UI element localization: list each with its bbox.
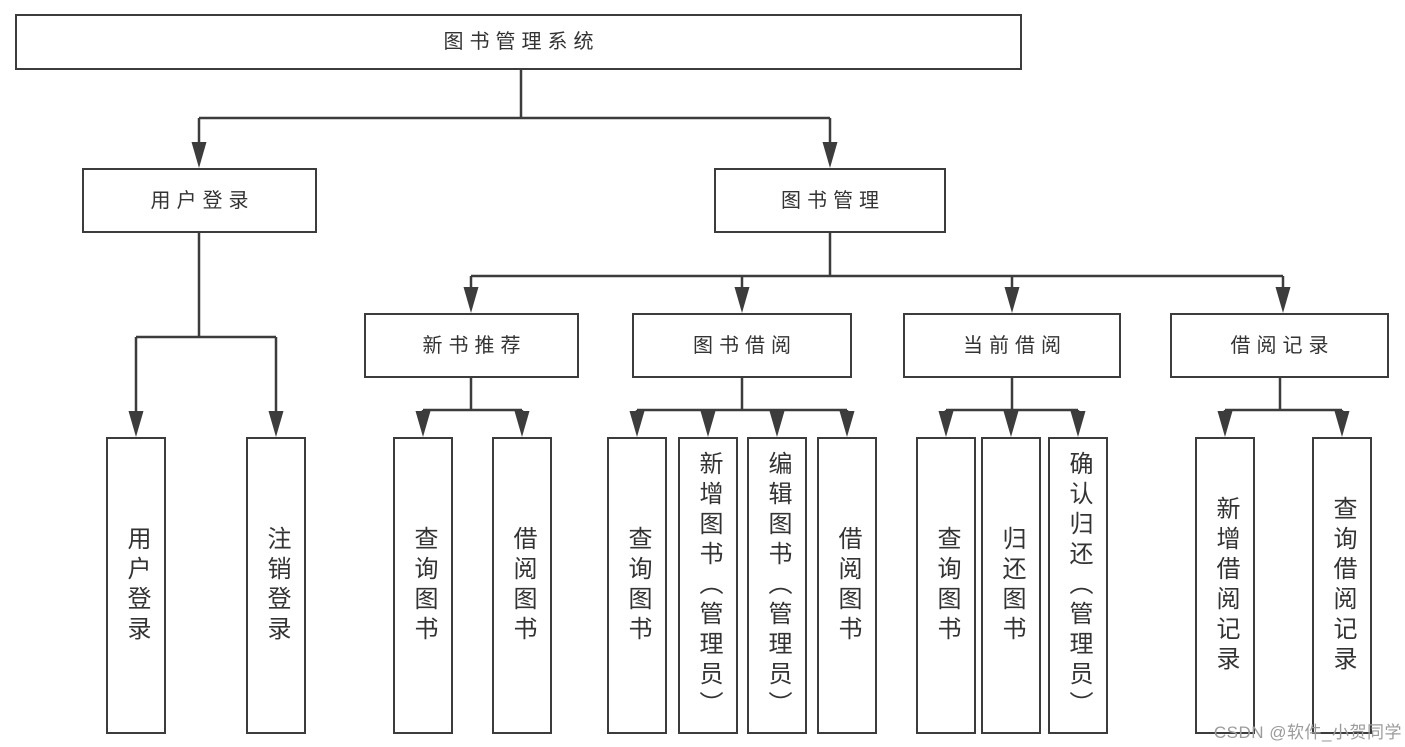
leaf-bb-borrow-books-label: 借阅图书 [834, 525, 861, 646]
arrowhead-bb-borrow [839, 411, 855, 437]
leaf-br-query-record-label: 查询借阅记录 [1329, 495, 1356, 676]
arrowhead-book-management [822, 142, 838, 168]
arrowhead-current-borrow [1004, 287, 1020, 313]
leaf-cb-confirm-return-admin-label: 确认归还（管理员） [1065, 450, 1092, 721]
arrowhead-bb-edit [769, 411, 785, 437]
leaf-cb-return-books-label: 归还图书 [998, 525, 1025, 646]
edge-user-login-branch [134, 233, 278, 413]
leaf-bb-query-books: 查询图书 [607, 437, 667, 734]
leaf-bb-borrow-books: 借阅图书 [817, 437, 877, 734]
leaf-cb-query-books: 查询图书 [916, 437, 976, 734]
edge-root-to-level2 [197, 69, 832, 144]
node-book-management: 图书管理 [714, 168, 946, 233]
arrowhead-leaf-user-login [128, 411, 144, 437]
leaf-user-login-label: 用户登录 [123, 525, 150, 646]
leaf-cb-confirm-return-admin: 确认归还（管理员） [1048, 437, 1108, 734]
node-current-borrow-label: 当前借阅 [963, 334, 1067, 357]
node-user-login-label: 用户登录 [150, 189, 255, 212]
leaf-bb-edit-books-admin: 编辑图书（管理员） [747, 437, 807, 734]
arrowhead-user-login [191, 142, 207, 168]
node-new-book-recommend-label: 新书推荐 [422, 334, 527, 357]
arrowhead-br-query [1334, 411, 1350, 437]
arrowhead-cb-confirm [1070, 411, 1086, 437]
arrowhead-cb-return [1003, 411, 1019, 437]
arrowhead-bb-query [629, 411, 645, 437]
leaf-br-query-record: 查询借阅记录 [1312, 437, 1372, 734]
leaf-nb-borrow-books: 借阅图书 [492, 437, 552, 734]
node-borrow-records: 借阅记录 [1170, 313, 1389, 378]
arrowhead-borrow-records [1275, 287, 1291, 313]
arrowhead-cb-query [938, 411, 954, 437]
leaf-cb-query-books-label: 查询图书 [933, 525, 960, 646]
leaf-cb-return-books: 归还图书 [981, 437, 1041, 734]
arrowhead-book-borrow [734, 287, 750, 313]
node-book-management-label: 图书管理 [781, 189, 885, 212]
node-user-login: 用户登录 [82, 168, 317, 233]
node-book-borrow: 图书借阅 [632, 313, 852, 378]
leaf-bb-edit-books-admin-label: 编辑图书（管理员） [764, 450, 791, 721]
node-root: 图书管理系统 [15, 14, 1022, 70]
leaf-logout-label: 注销登录 [263, 525, 290, 646]
edge-book-management-branch [469, 233, 1285, 289]
watermark: CSDN @软件_小贺同学 [1213, 723, 1402, 742]
leaf-br-add-record-label: 新增借阅记录 [1212, 495, 1239, 676]
leaf-logout: 注销登录 [246, 437, 306, 734]
arrowhead-nb-query [415, 411, 431, 437]
arrowhead-bb-add [700, 411, 716, 437]
node-new-book-recommend: 新书推荐 [364, 313, 579, 378]
leaf-nb-query-books: 查询图书 [393, 437, 453, 734]
edge-book-borrow-branch [635, 378, 849, 414]
leaf-nb-borrow-books-label: 借阅图书 [509, 525, 536, 646]
leaf-bb-query-books-label: 查询图书 [624, 525, 651, 646]
leaf-user-login: 用户登录 [106, 437, 166, 734]
leaf-bb-add-books-admin: 新增图书（管理员） [678, 437, 738, 734]
edge-borrow-records-branch [1223, 378, 1344, 414]
leaf-br-add-record: 新增借阅记录 [1195, 437, 1255, 734]
arrowhead-br-add [1217, 411, 1233, 437]
edge-current-borrow-branch [944, 378, 1080, 414]
node-book-borrow-label: 图书借阅 [693, 334, 797, 357]
arrowhead-nb-borrow [514, 411, 530, 437]
node-current-borrow: 当前借阅 [903, 313, 1121, 378]
arrowhead-new-book [463, 287, 479, 313]
leaf-bb-add-books-admin-label: 新增图书（管理员） [695, 450, 722, 721]
edge-new-book-branch [421, 378, 524, 414]
node-root-label: 图书管理系统 [443, 31, 600, 53]
arrowhead-leaf-logout [268, 411, 284, 437]
node-borrow-records-label: 借阅记录 [1230, 334, 1335, 357]
leaf-nb-query-books-label: 查询图书 [410, 525, 437, 646]
